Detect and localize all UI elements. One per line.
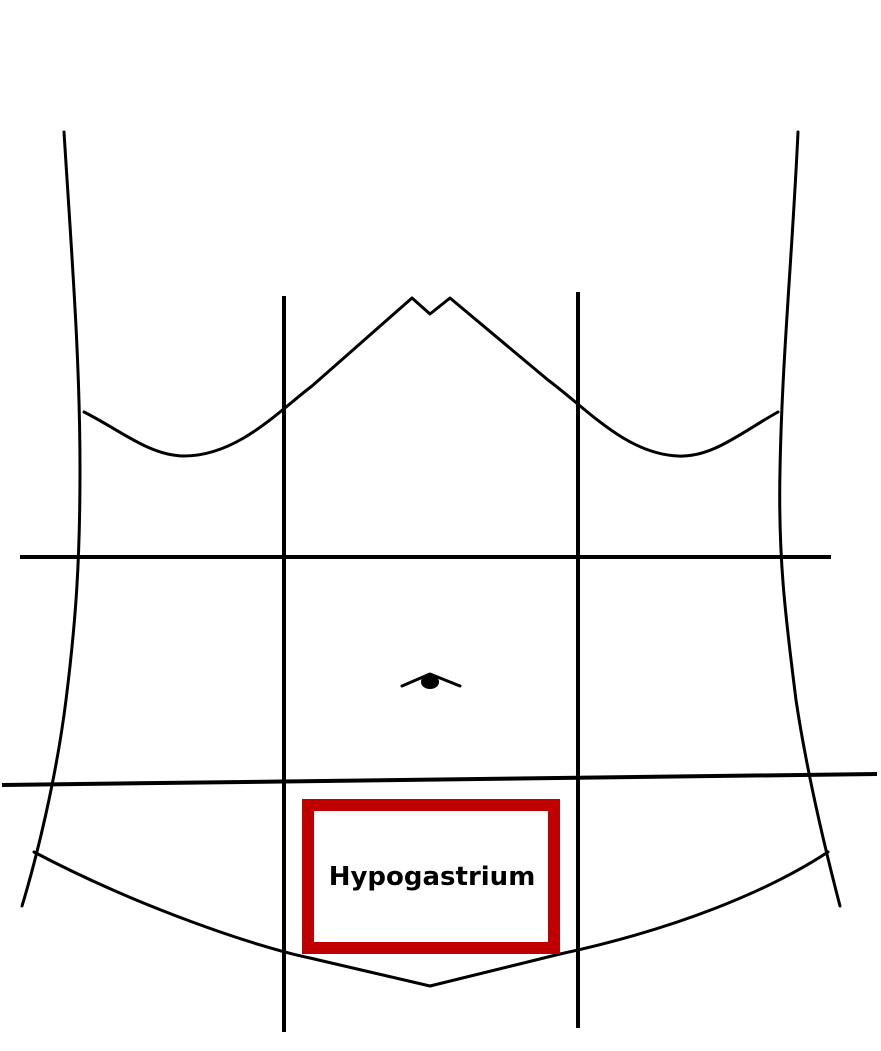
transtubercular-plane-line — [1, 772, 878, 787]
inguinal-outline — [32, 850, 830, 988]
torso-right-outline — [778, 130, 842, 908]
costal-margin-outline — [82, 296, 780, 458]
hypogastrium-highlight-box — [302, 799, 560, 954]
hypogastrium-label: Hypogastrium — [329, 862, 536, 892]
torso-left-outline — [20, 130, 82, 908]
navel-icon — [400, 672, 462, 689]
